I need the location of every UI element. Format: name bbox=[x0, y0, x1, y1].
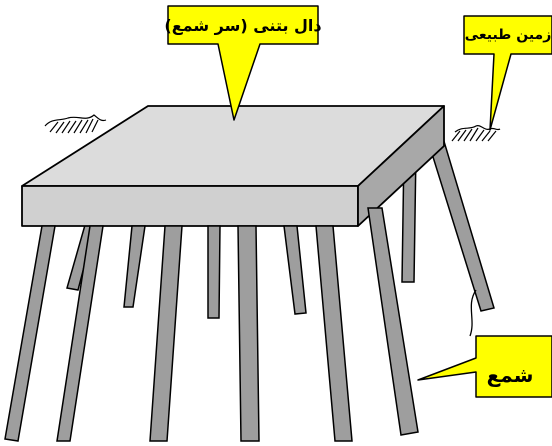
piles-front bbox=[4, 207, 419, 442]
pile-9 bbox=[367, 207, 419, 436]
ground-surface-right bbox=[451, 125, 501, 142]
pile-label: شمع bbox=[487, 363, 534, 387]
slab-side-face bbox=[357, 105, 445, 227]
pile-label-callout: شمع bbox=[417, 289, 552, 398]
ground-label-callout: زمین طبیعی bbox=[463, 15, 552, 131]
pile-4 bbox=[149, 225, 183, 442]
pile-2 bbox=[56, 225, 104, 442]
slab-label-callout: دال بتنی (سر شمع) bbox=[164, 5, 322, 121]
pile-7 bbox=[283, 225, 307, 315]
ground-label: زمین طبیعی bbox=[465, 27, 552, 43]
pile-1 bbox=[4, 225, 56, 442]
pile-cap-slab bbox=[21, 105, 445, 227]
slab-front-face bbox=[21, 185, 359, 227]
slab-label: دال بتنی (سر شمع) bbox=[164, 16, 321, 35]
pile-8 bbox=[315, 225, 353, 442]
pile-3 bbox=[123, 225, 146, 308]
ground-surface-left bbox=[44, 114, 107, 134]
pile-5 bbox=[207, 225, 221, 319]
pile-6 bbox=[237, 225, 260, 442]
